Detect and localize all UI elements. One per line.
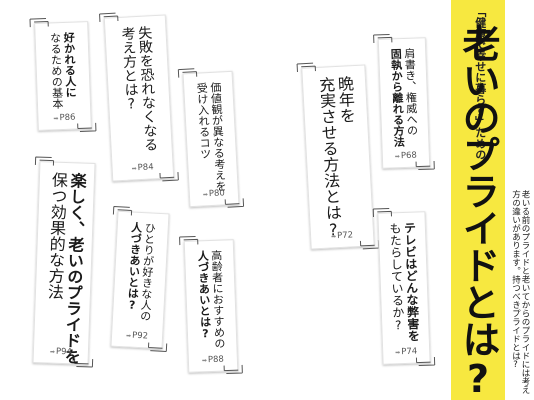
page-title: 老いのプライドとは? — [456, 24, 500, 400]
tape-icon — [77, 122, 97, 133]
topic-card[interactable]: 高齢者におすすめの人づきあいとは? ➡P88 — [179, 235, 243, 375]
card-title: ひとりが好きな人の人づきあいとは? — [113, 221, 168, 324]
page-ref: ➡P86 — [38, 112, 90, 124]
card-title: 価値観が異なる考えを受け入れるコツ — [184, 81, 237, 192]
arrow-icon: ➡ — [131, 165, 137, 173]
page-number: P80 — [208, 188, 226, 200]
page-number: P84 — [137, 162, 154, 174]
tape-icon — [296, 62, 316, 73]
tape-icon — [112, 205, 133, 216]
tape-icon — [34, 156, 55, 167]
arrow-icon: ➡ — [49, 348, 56, 356]
page-ref: ➡P94 — [34, 346, 88, 358]
tape-icon — [373, 33, 393, 44]
page-number: P94 — [55, 346, 73, 358]
intro-text: 老いる前のプライドと老いてからのプライドには考え 方の違いがあります。持つべきプ… — [506, 190, 534, 394]
page-number: P92 — [131, 330, 149, 342]
tape-icon — [224, 197, 245, 208]
page-number: P72 — [336, 230, 354, 242]
page-ref: ➡P92 — [112, 330, 162, 343]
topic-card[interactable]: ひとりが好きな人の人づきあいとは? ➡P92 — [110, 206, 170, 352]
card-line: 固執から離れる方法 — [389, 48, 406, 148]
tape-icon — [179, 235, 199, 246]
page-ref: ➡P68 — [383, 150, 429, 162]
tape-icon — [359, 239, 380, 250]
card-title: 好かれる人になるための基本 — [35, 31, 90, 110]
card-title: 肩書き、権威への固執から離れる方法 — [379, 47, 428, 148]
topic-card[interactable]: 肩書き、権威への固執から離れる方法 ➡P68 — [373, 33, 435, 171]
tape-icon — [98, 12, 119, 23]
page-ref: ➡P88 — [189, 354, 237, 366]
card-title: 失敗を恐れなくなる考え方とは? — [105, 25, 172, 157]
arrow-icon: ➡ — [125, 332, 132, 340]
arrow-icon: ➡ — [330, 233, 337, 241]
card-title: 楽しく、老いのプライドを保つ効果的な方法 — [34, 171, 94, 364]
topic-card[interactable]: 楽しく、老いのプライドを保つ効果的な方法➡P94 — [32, 156, 96, 368]
arrow-icon: ➡ — [395, 349, 401, 357]
arrow-icon: ➡ — [201, 357, 208, 365]
card-title: 晩年を充実させる方法とは? — [303, 74, 373, 240]
tape-icon — [415, 160, 435, 171]
page-number: P86 — [59, 112, 76, 124]
tape-icon — [147, 341, 168, 352]
topic-card[interactable]: 失敗を恐れなくなる考え方とは? ➡P84 — [99, 12, 179, 182]
card-line: 価値観が異なる考えを — [208, 81, 228, 192]
title-band — [451, 0, 505, 400]
card-title: 高齢者におすすめの人づきあいとは? — [185, 249, 236, 349]
card-line: なるための基本 — [48, 32, 65, 110]
topic-card[interactable]: 晩年を充実させる方法とは?➡P72 — [296, 62, 380, 250]
tape-icon — [29, 17, 49, 28]
tape-icon — [223, 364, 243, 375]
intro-line-1: 老いる前のプライドと老いてからのプライドには考え — [520, 190, 530, 394]
card-line: もたらしているか? — [387, 222, 406, 333]
arrow-icon: ➡ — [202, 191, 209, 199]
page-number: P68 — [400, 150, 418, 162]
page-ref: ➡P74 — [383, 346, 429, 358]
page-number: P74 — [401, 346, 418, 358]
tape-icon — [177, 68, 198, 79]
card-line: 高齢者におすすめの — [209, 249, 227, 349]
topic-card[interactable]: 価値観が異なる考えを受け入れるコツ➡P80 — [177, 68, 245, 208]
topic-card[interactable]: テレビはどんな弊害をもたらしているか? ➡P74 — [372, 207, 436, 367]
tape-icon — [159, 171, 179, 182]
arrow-icon: ➡ — [53, 115, 59, 123]
arrow-icon: ➡ — [394, 153, 401, 161]
band-title: 老いのプライドとは? — [451, 24, 505, 400]
topic-card[interactable]: 好かれる人になるための基本 ➡P86 — [29, 18, 97, 132]
page-number: P88 — [207, 354, 225, 366]
tape-icon — [372, 207, 392, 218]
card-line: 肩書き、権威への — [402, 47, 419, 136]
tape-icon — [415, 356, 436, 367]
tape-icon — [73, 357, 94, 368]
card-line: テレビはどんな弊害を — [402, 221, 421, 342]
intro-line-2: 方の違いがあります。持つべきプライドとは? — [510, 190, 521, 370]
card-title: テレビはどんな弊害をもたらしているか? — [379, 221, 429, 342]
card-line: 人づきあいとは? — [196, 250, 213, 341]
card-line: 好かれる人に — [62, 31, 78, 98]
